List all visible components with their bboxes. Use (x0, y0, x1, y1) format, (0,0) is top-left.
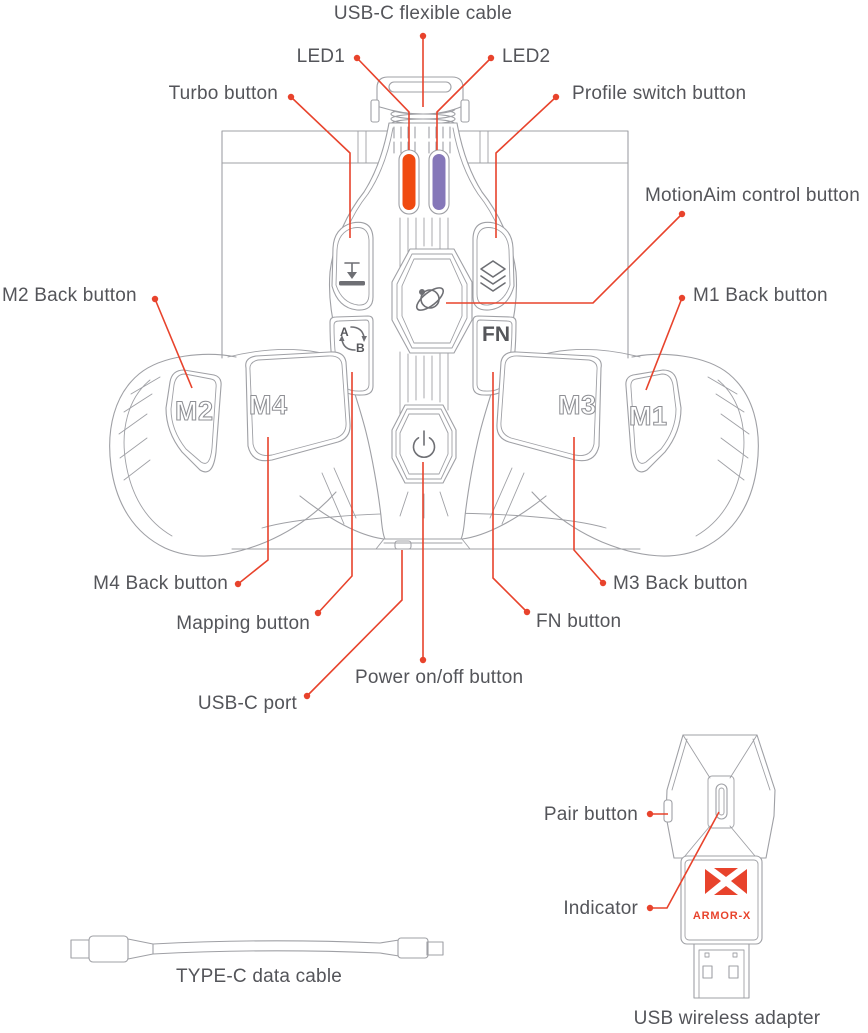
mid-ribs (399, 217, 449, 269)
leader-m4-back-button (237, 437, 269, 585)
leader-indicator (650, 811, 720, 909)
leader-dots (151, 32, 686, 912)
cap-left-tab (370, 99, 380, 123)
m4-marking: M4 (249, 390, 288, 420)
leader-m3-back-button (573, 437, 604, 584)
m2-marking: M2 (175, 396, 214, 426)
armorx-logo-text: ARMOR-X (693, 910, 751, 922)
callout-usb-c-flexible-cable: USB-C flexible cable (333, 3, 513, 24)
usb-c-port-slot (394, 540, 412, 550)
m2-button (165, 369, 222, 473)
svg-text:B: B (356, 341, 365, 355)
controller-port-bay-lines (357, 130, 489, 164)
usb-plug (693, 943, 750, 999)
adapter-body-inner (684, 859, 759, 941)
leader-m2-back-button (154, 298, 193, 389)
callout-led1: LED1 (296, 46, 345, 67)
usb-wireless-adapter (663, 734, 776, 999)
led2-light (432, 154, 446, 210)
left-grip-texture (118, 376, 161, 481)
callout-motionaim-control-button: MotionAim control button (645, 185, 860, 206)
left-handle-outline (109, 353, 337, 557)
led1 (398, 149, 420, 215)
leader-mapping-button (317, 372, 353, 614)
m3-button (496, 351, 602, 462)
pair-button-bump (663, 799, 673, 823)
skirt-texture (321, 467, 525, 525)
adapter-center-panel (707, 775, 735, 829)
leader-m1-back-button (645, 297, 683, 391)
callout-m1-back-button: M1 Back button (693, 285, 828, 306)
turbo-icon (339, 262, 365, 286)
lower-ribs (399, 351, 449, 419)
layers-icon (480, 260, 506, 292)
m1-marking: M1 (629, 401, 668, 431)
callout-m4-back-button: M4 Back button (93, 573, 228, 594)
fn-label: FN (482, 323, 510, 346)
cable-left-tip (70, 939, 91, 959)
leader-fn-button (492, 372, 528, 613)
cap-slot (388, 81, 452, 93)
m4-button (245, 351, 351, 462)
led1-light (402, 154, 416, 210)
cable-left-taper (127, 938, 154, 960)
callout-m3-back-button: M3 Back button (613, 573, 748, 594)
power-icon (412, 430, 436, 458)
caption-type-c-data-cable: TYPE-C data cable (175, 966, 343, 987)
leader-led2 (436, 57, 492, 150)
callout-led2: LED2 (502, 46, 551, 67)
type-c-cable (70, 935, 444, 963)
right-handle-outline (531, 353, 759, 557)
armorx-logo: ARMOR-X (693, 868, 751, 922)
callout-pair-button: Pair button (543, 804, 638, 825)
mapping-icon: A B (339, 325, 367, 355)
callout-profile-switch-button: Profile switch button (572, 83, 747, 104)
leader-motionaim-control-button (446, 213, 683, 304)
leader-turbo-button (290, 96, 351, 238)
cable-right-tip (426, 941, 444, 956)
top-grill-slots (393, 126, 451, 154)
m1-button (625, 369, 682, 473)
led2 (428, 149, 450, 215)
motionaim-button-shape (391, 248, 473, 354)
m3-marking: M3 (558, 390, 597, 420)
bottom-fan-lines (399, 491, 449, 519)
right-grip-texture (707, 376, 750, 481)
callout-fn-button: FN button (536, 611, 622, 632)
callout-power-on-off-button: Power on/off button (355, 667, 524, 688)
caption-usb-wireless-adapter: USB wireless adapter (633, 1008, 821, 1029)
cable-left-connector (88, 935, 129, 963)
cable-right-connector (397, 937, 429, 959)
leader-led1 (356, 57, 410, 150)
leader-profile-switch-button (495, 96, 557, 238)
callout-m2-back-button: M2 Back button (2, 285, 137, 306)
connector-cap (370, 76, 470, 123)
cap-shell (376, 76, 464, 115)
left-handle-contour (123, 379, 173, 537)
svg-text:A: A (340, 325, 349, 339)
callout-turbo-button: Turbo button (168, 83, 278, 104)
profile-switch-button-shape (472, 221, 515, 311)
adapter-head-facets (671, 734, 771, 857)
callout-indicator: Indicator (563, 898, 638, 919)
cap-right-tab (460, 99, 470, 123)
atom-icon (415, 287, 445, 311)
cable-cord (152, 940, 381, 955)
callout-usb-c-port: USB-C port (197, 693, 297, 714)
indicator-slot (715, 783, 728, 820)
cable-right-taper (379, 939, 400, 957)
leader-usb-c-port (306, 550, 403, 697)
adapter-head (665, 734, 776, 859)
right-handle-contour (695, 379, 745, 537)
callout-mapping-button: Mapping button (176, 613, 310, 634)
